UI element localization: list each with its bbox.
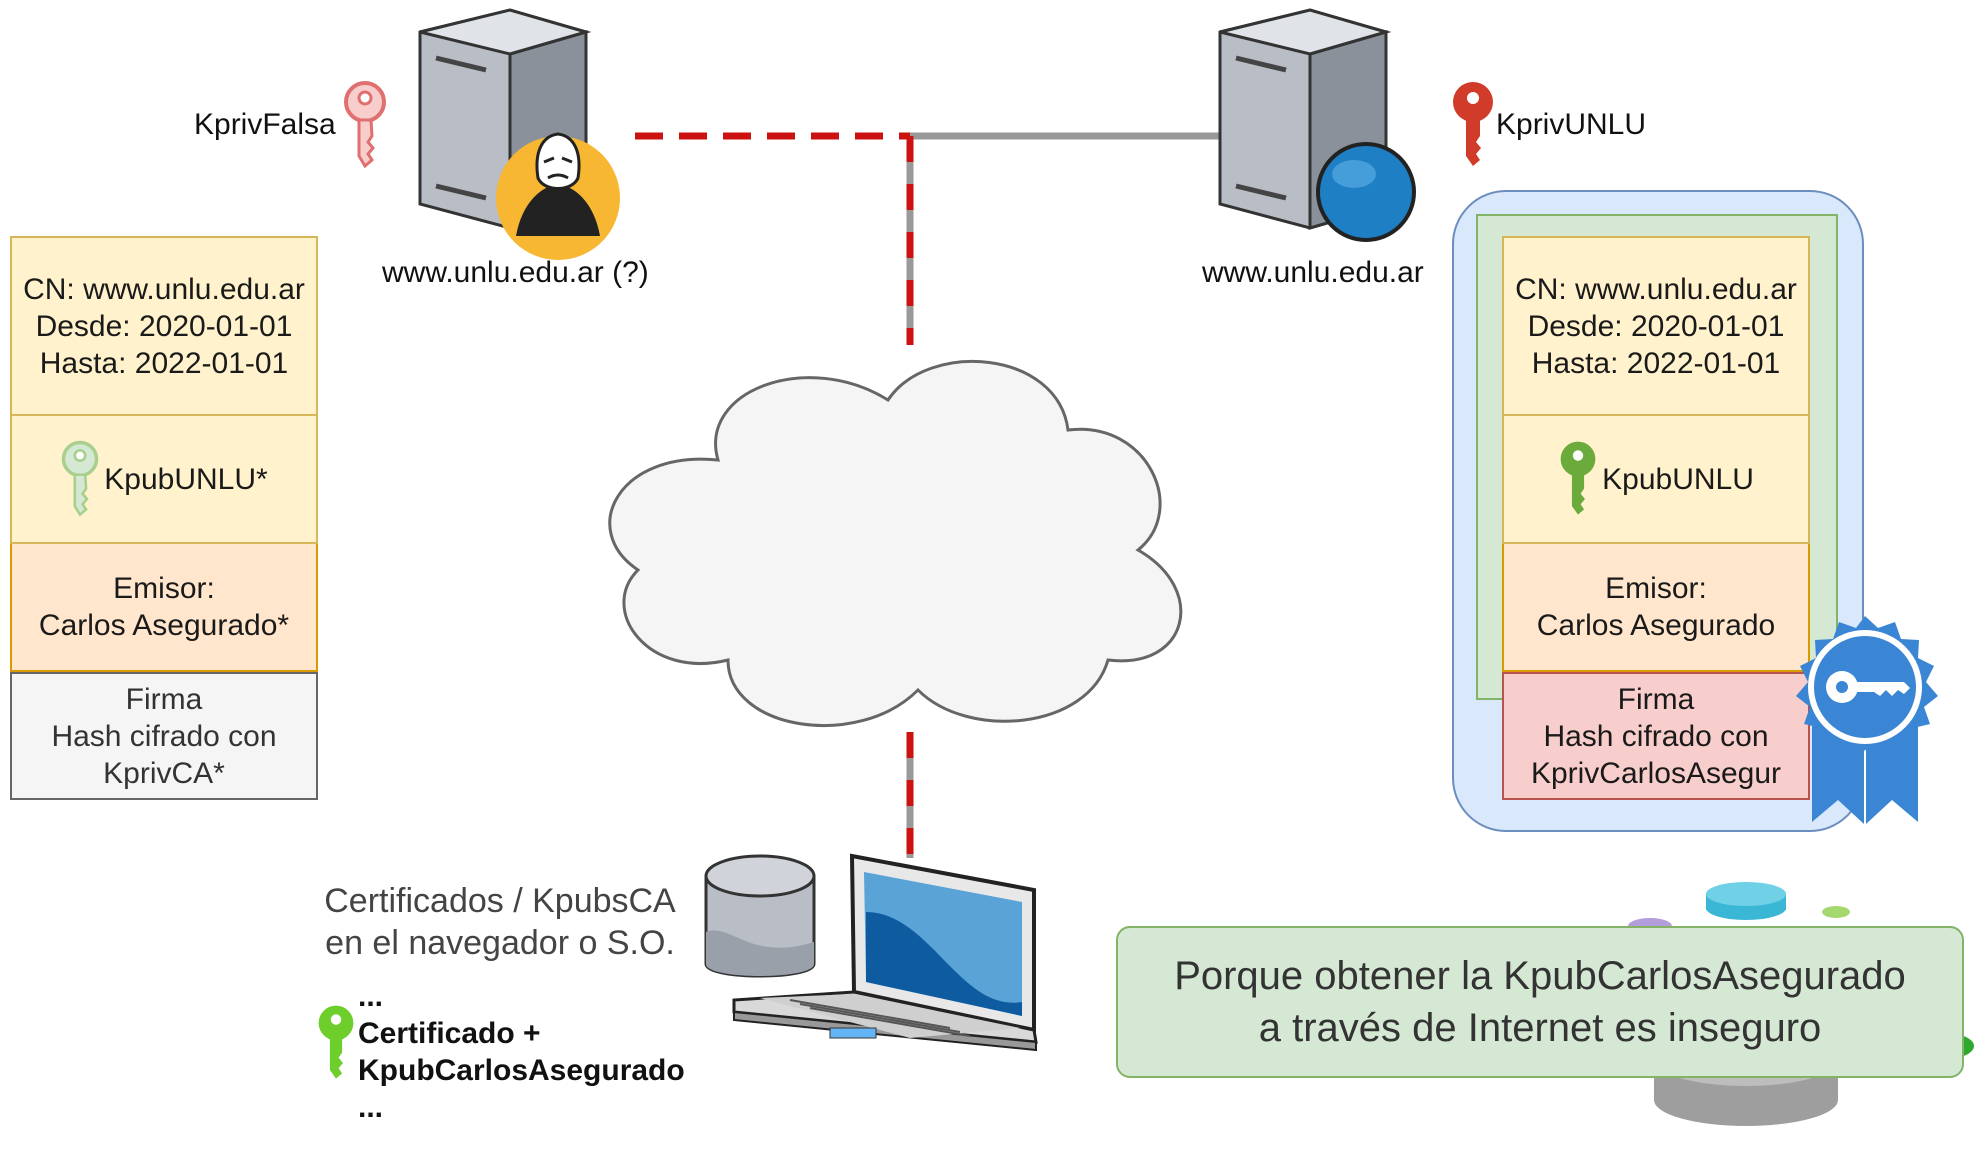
real-private-key-icon [1453, 82, 1493, 166]
store-label-line1: Certificados / KpubsCA [324, 882, 676, 920]
fake-private-key-icon [344, 81, 386, 169]
fake-cert-issuer-title: Emisor: [113, 572, 215, 605]
certificate-store-label: Certificados / KpubsCA en el navegador o… [300, 880, 700, 964]
note-line1: Porque obtener la KpubCarlosAsegurado [1174, 954, 1906, 998]
real-private-key-label: KprivUNLU [1496, 108, 1647, 141]
fake-server-icon [418, 8, 620, 260]
real-cert-sig-desc: Hash cifrado con [1543, 719, 1769, 753]
certified-seal-icon [1796, 616, 1938, 824]
fake-public-key-icon [62, 440, 99, 517]
internet-cloud-icon [608, 359, 1183, 728]
real-certificate: CN: www.unlu.edu.ar Desde: 2020-01-01 Ha… [1502, 236, 1810, 800]
real-cert-from: Desde: 2020-01-01 [1527, 309, 1785, 343]
real-cert-issuer-name: Carlos Asegurado [1536, 609, 1776, 642]
real-cert-sig-key: KprivCarlosAsegur [1530, 756, 1782, 790]
fake-cert-pubkey-label: KpubUNLU* [104, 462, 268, 496]
real-cert-cn: CN: www.unlu.edu.ar [1515, 272, 1797, 306]
fake-cert-sig-title: Firma [125, 682, 203, 716]
real-cert-issuer-title: Emisor: [1605, 572, 1707, 605]
real-cert-issuer: Emisor: Carlos Asegurado [1502, 544, 1810, 672]
real-cert-info: CN: www.unlu.edu.ar Desde: 2020-01-01 Ha… [1502, 236, 1810, 416]
real-server-label: www.unlu.edu.ar [1202, 256, 1424, 289]
fake-cert-pubkey: KpubUNLU* [10, 416, 318, 544]
list-ellipsis-top: ... [358, 980, 384, 1013]
real-server-icon [1218, 8, 1416, 242]
store-label-line2: en el navegador o S.O. [325, 924, 675, 962]
fake-server-label: www.unlu.edu.ar (?) [382, 256, 649, 289]
real-cert-pubkey: KpubUNLU [1502, 416, 1810, 544]
list-item-cert: Certificado + [358, 1017, 541, 1050]
explanation-note: Porque obtener la KpubCarlosAsegurado a … [1116, 926, 1964, 1078]
trusted-ca-list: ... Certificado + KpubCarlosAsegurado ..… [358, 978, 685, 1126]
list-item-key: KpubCarlosAsegurado [358, 1054, 685, 1087]
fake-cert-info: CN: www.unlu.edu.ar Desde: 2020-01-01 Ha… [10, 236, 318, 416]
public-key-icon [1560, 441, 1596, 515]
real-cert-signature: Firma Hash cifrado con KprivCarlosAsegur [1502, 672, 1810, 800]
fake-cert-sig-key: KprivCA* [103, 756, 225, 790]
fake-cert-signature: Firma Hash cifrado con KprivCA* [10, 672, 318, 800]
list-ellipsis-bottom: ... [358, 1091, 384, 1124]
fake-private-key-label: KprivFalsa [194, 108, 336, 141]
fake-cert-sig-desc: Hash cifrado con [51, 719, 277, 753]
fake-cert-issuer: Emisor: Carlos Asegurado* [10, 544, 318, 672]
ca-public-key-icon [318, 1005, 354, 1079]
fake-cert-to: Hasta: 2022-01-01 [39, 346, 289, 380]
fake-certificate: CN: www.unlu.edu.ar Desde: 2020-01-01 Ha… [10, 236, 318, 800]
fake-cert-from: Desde: 2020-01-01 [35, 309, 293, 343]
note-line2: a través de Internet es inseguro [1258, 1006, 1822, 1050]
fake-cert-issuer-name: Carlos Asegurado* [38, 609, 290, 642]
real-cert-sig-title: Firma [1617, 682, 1695, 716]
client-laptop-icon [732, 853, 1038, 1052]
real-cert-to: Hasta: 2022-01-01 [1531, 346, 1781, 380]
certificate-store-icon [704, 854, 816, 978]
fake-cert-cn: CN: www.unlu.edu.ar [23, 272, 305, 306]
real-cert-pubkey-label: KpubUNLU [1602, 462, 1754, 496]
